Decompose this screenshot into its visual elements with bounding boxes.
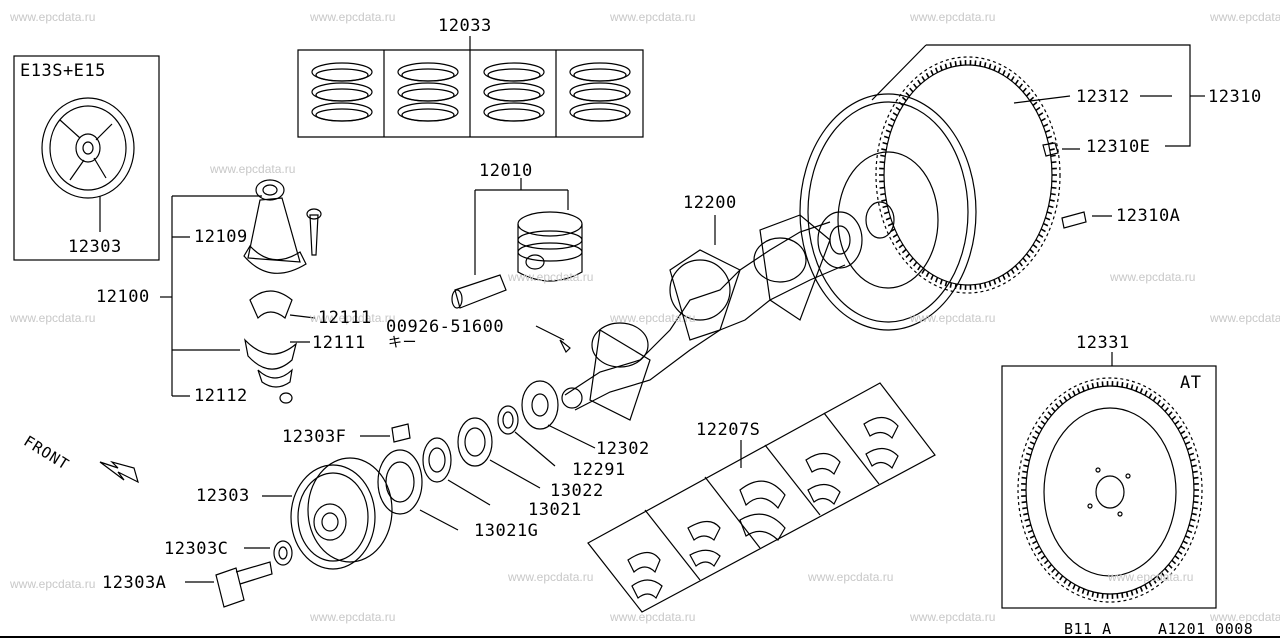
piston-drawing — [451, 178, 583, 309]
watermark: www.epcdata.ru — [610, 610, 696, 624]
front-assembly-drawing — [185, 380, 596, 608]
watermark: www.epcdata.ru — [910, 610, 996, 624]
part-label-13022[interactable]: 13022 — [550, 481, 604, 501]
at-box-title: AT — [1180, 373, 1202, 393]
part-label-12310[interactable]: 12310 — [1208, 87, 1262, 107]
watermark: www.epcdata.ru — [1210, 10, 1280, 24]
part-label-12312[interactable]: 12312 — [1076, 87, 1130, 107]
inset-title: E13S+E15 — [20, 61, 106, 81]
connecting-rod-drawing — [160, 179, 322, 404]
flywheel-drawing — [799, 44, 1205, 331]
part-label-12100[interactable]: 12100 — [96, 287, 150, 307]
part-label-12303F[interactable]: 12303F — [282, 427, 347, 447]
footer-code: A1201 0008 — [1158, 620, 1254, 638]
key-label: キー — [388, 335, 417, 351]
part-label-12303A[interactable]: 12303A — [102, 573, 167, 593]
watermark: www.epcdata.ru — [508, 570, 594, 584]
watermark: www.epcdata.ru — [910, 311, 996, 325]
part-label-12291[interactable]: 12291 — [572, 460, 626, 480]
watermark: www.epcdata.ru — [508, 270, 594, 284]
part-label-12111-lower[interactable]: 12111 — [312, 333, 366, 353]
watermark: www.epcdata.ru — [1110, 270, 1196, 284]
inset-pulley-box — [13, 55, 160, 261]
main-bearing-set-drawing — [587, 382, 936, 613]
watermark: www.epcdata.ru — [10, 577, 96, 591]
piston-ring-set — [311, 62, 373, 122]
watermark: www.epcdata.ru — [210, 162, 296, 176]
watermark: www.epcdata.ru — [610, 10, 696, 24]
footer-model: B11 A — [1064, 620, 1112, 638]
piston-ring-set — [483, 62, 545, 122]
part-label-12112[interactable]: 12112 — [194, 386, 248, 406]
watermark: www.epcdata.ru — [310, 311, 396, 325]
part-label-12111-upper[interactable]: 12111 — [318, 308, 372, 328]
watermark: www.epcdata.ru — [1108, 570, 1194, 584]
flywheel-ring-gear-teeth — [879, 60, 1057, 290]
part-label-12303-inset[interactable]: 12303 — [68, 237, 122, 257]
watermark: www.epcdata.ru — [310, 10, 396, 24]
front-arrow — [99, 460, 139, 484]
part-label-12303C[interactable]: 12303C — [164, 539, 229, 559]
part-label-12109[interactable]: 12109 — [194, 227, 248, 247]
watermark: www.epcdata.ru — [310, 610, 396, 624]
part-label-13021G[interactable]: 13021G — [474, 521, 539, 541]
part-label-12303[interactable]: 12303 — [196, 486, 250, 506]
part-label-12033[interactable]: 12033 — [438, 16, 492, 36]
piston-ring-set — [397, 62, 459, 122]
watermark: www.epcdata.ru — [1210, 610, 1280, 624]
part-label-12010[interactable]: 12010 — [479, 161, 533, 181]
part-label-12200[interactable]: 12200 — [683, 193, 737, 213]
part-label-12310A[interactable]: 12310A — [1116, 206, 1181, 226]
piston-ring-set-box — [297, 36, 644, 138]
watermark: www.epcdata.ru — [808, 570, 894, 584]
part-label-12310E[interactable]: 12310E — [1086, 137, 1151, 157]
watermark: www.epcdata.ru — [610, 311, 696, 325]
part-label-12302[interactable]: 12302 — [596, 439, 650, 459]
crankshaft-drawing — [559, 211, 863, 421]
piston-ring-set — [569, 62, 631, 122]
watermark: www.epcdata.ru — [10, 10, 96, 24]
watermark: www.epcdata.ru — [1210, 311, 1280, 325]
part-label-12331[interactable]: 12331 — [1076, 333, 1130, 353]
part-label-13021[interactable]: 13021 — [528, 500, 582, 520]
driveplate-ring-gear-teeth — [1021, 381, 1199, 599]
watermark: www.epcdata.ru — [10, 311, 96, 325]
watermark: www.epcdata.ru — [910, 10, 996, 24]
leader-lines — [289, 314, 565, 343]
part-label-12207S[interactable]: 12207S — [696, 420, 761, 440]
part-label-00926-51600[interactable]: 00926-51600 — [386, 317, 505, 337]
